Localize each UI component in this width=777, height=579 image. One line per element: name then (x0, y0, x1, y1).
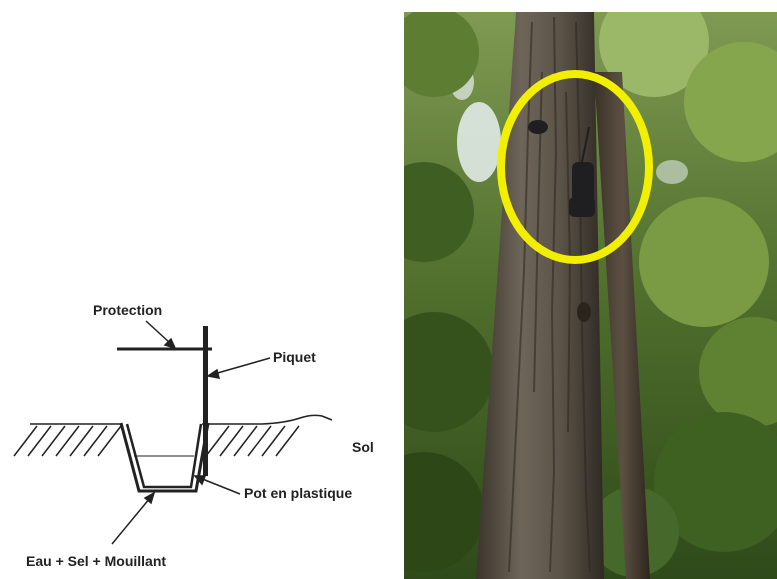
ground-surface (30, 415, 332, 424)
label-sol: Sol (352, 439, 374, 455)
forest-tree-photo (404, 12, 777, 579)
label-eau-sel-mouillant: Eau + Sel + Mouillant (26, 553, 166, 569)
pitfall-trap-diagram: Protection Piquet Sol Pot en plastique E… (0, 0, 400, 579)
ground-hatching (14, 426, 299, 456)
label-piquet: Piquet (273, 349, 316, 365)
tree-photo-illustration (404, 12, 777, 579)
trunk-knot (577, 302, 591, 322)
leader-arrows (112, 321, 270, 544)
label-protection: Protection (93, 302, 162, 318)
label-pot-en-plastique: Pot en plastique (244, 485, 352, 501)
